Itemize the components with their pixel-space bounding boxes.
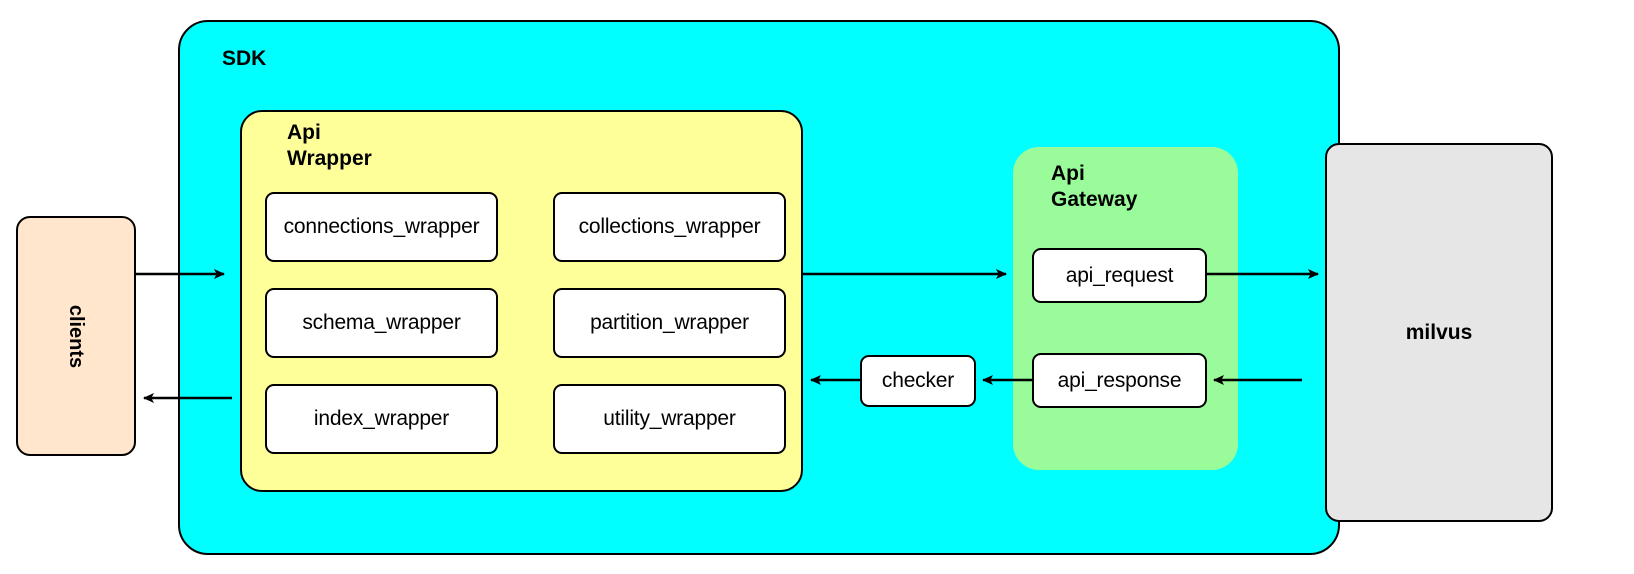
node-checker[interactable]: checker	[860, 355, 976, 407]
api-gateway-label-line1: Api	[1051, 162, 1085, 185]
node-clients-label: clients	[65, 304, 88, 368]
node-partition-wrapper[interactable]: partition_wrapper	[553, 288, 786, 358]
node-collections-wrapper[interactable]: collections_wrapper	[553, 192, 786, 262]
node-schema-wrapper[interactable]: schema_wrapper	[265, 288, 498, 358]
node-connections-wrapper[interactable]: connections_wrapper	[265, 192, 498, 262]
container-api-gateway[interactable]: Api Gateway	[1013, 147, 1238, 470]
node-index-wrapper[interactable]: index_wrapper	[265, 384, 498, 454]
api-wrapper-label-line1: Api	[287, 121, 321, 144]
node-clients[interactable]: clients	[16, 216, 136, 456]
api-gateway-label-line2: Gateway	[1051, 188, 1138, 212]
container-sdk-label: SDK	[222, 47, 267, 70]
container-api-gateway-label: Api Gateway	[1051, 161, 1137, 214]
node-milvus[interactable]: milvus	[1325, 143, 1553, 522]
api-wrapper-label-line2: Wrapper	[287, 147, 372, 171]
node-utility-wrapper[interactable]: utility_wrapper	[553, 384, 786, 454]
node-api-request[interactable]: api_request	[1032, 248, 1207, 303]
container-api-wrapper-label: Api Wrapper	[287, 120, 372, 173]
node-api-response[interactable]: api_response	[1032, 353, 1207, 408]
